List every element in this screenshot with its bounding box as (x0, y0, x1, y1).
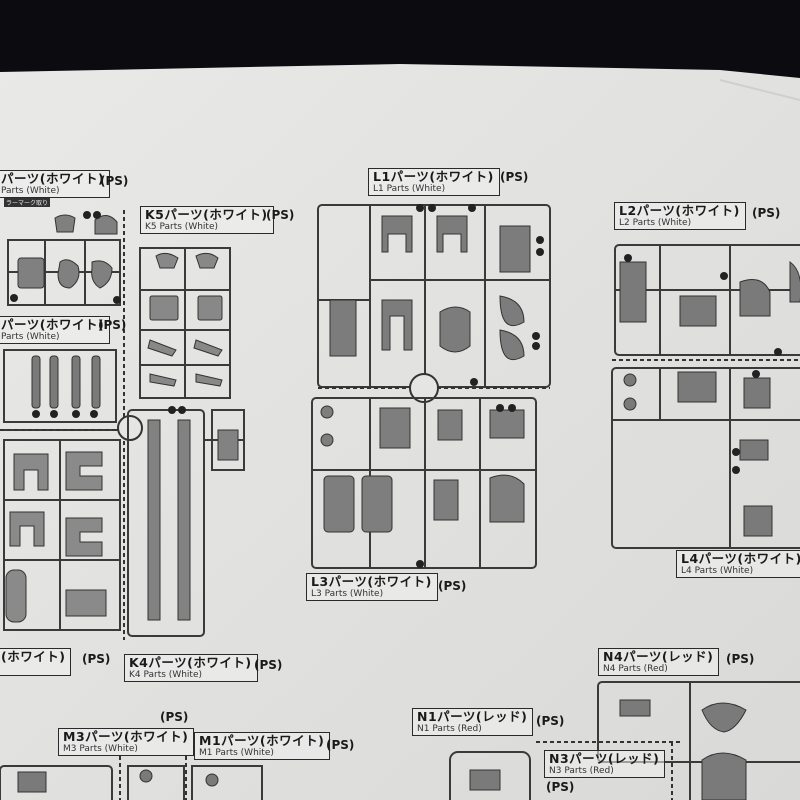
part-number-markers (10, 204, 782, 568)
label-k5-sub: K5 Parts (White) (145, 222, 218, 232)
label-m3-sub: M3 Parts (White) (63, 744, 138, 754)
label-k4: K4パーツ(ホワイト) K4 Parts (White) (124, 654, 258, 682)
label-m1-ps: (PS) (326, 738, 355, 752)
label-m3-main: M3パーツ(ホワイト) (63, 729, 189, 744)
label-n1-main: N1パーツ(レッド) (417, 709, 528, 724)
label-k-left2-main: パーツ(ホワイト) (1, 317, 105, 332)
label-m1-main: M1パーツ(ホワイト) (199, 733, 325, 748)
label-k5-ps: (PS) (266, 208, 295, 222)
label-n3-sub: N3 Parts (Red) (549, 766, 614, 776)
label-l1: L1パーツ(ホワイト) L1 Parts (White) (368, 168, 500, 196)
parts-l1 (329, 215, 531, 361)
label-n4: N4パーツ(レッド) N4 Parts (Red) (598, 648, 720, 676)
sprue-m1 (127, 765, 263, 800)
label-l4-sub: L4 Parts (White) (681, 566, 754, 576)
label-k-left3: (ホワイト) (0, 648, 72, 676)
label-n1-ps: (PS) (536, 714, 565, 728)
label-k-left-ps: (PS) (100, 174, 129, 188)
label-k-left3-ps: (PS) (82, 652, 111, 666)
label-k-left-sub: Parts (White) (1, 186, 60, 196)
label-l2-sub: L2 Parts (White) (619, 218, 692, 228)
label-l4: L4パーツ(ホワイト) L4 Parts (White) (676, 550, 800, 578)
label-n3: N3パーツ(レッド) N3 Parts (Red) (544, 750, 666, 778)
label-n4-sub: N4 Parts (Red) (603, 664, 668, 674)
label-l2-main: L2パーツ(ホワイト) (619, 203, 740, 218)
label-k-left2: パーツ(ホワイト) Parts (White) (0, 316, 111, 344)
label-m1: M1パーツ(ホワイト) M1 Parts (White) (194, 732, 331, 760)
label-n3-ps: (PS) (546, 780, 575, 794)
label-k4-sub: K4 Parts (White) (129, 670, 202, 680)
sprue-l4 (611, 367, 800, 549)
label-l3: L3パーツ(ホワイト) L3 Parts (White) (306, 573, 438, 601)
parts-k4 (147, 419, 239, 621)
label-l1-ps: (PS) (500, 170, 529, 184)
parts-k5 (147, 252, 223, 387)
sprue-l3 (311, 397, 537, 569)
parts-k-left-top (17, 214, 118, 289)
label-n1-sub: N1 Parts (Red) (417, 724, 482, 734)
parts-n4 (619, 699, 747, 800)
label-n1: N1パーツ(レッド) N1 Parts (Red) (412, 708, 534, 736)
sprue-k5 (139, 247, 231, 399)
label-k-left3-main: (ホワイト) (1, 649, 66, 664)
label-k4-ps: (PS) (254, 658, 283, 672)
label-l3-main: L3パーツ(ホワイト) (311, 574, 432, 589)
label-k4-main: K4パーツ(ホワイト) (129, 655, 252, 670)
label-k-left2-ps: (PS) (98, 318, 127, 332)
parts-l3 (320, 405, 525, 533)
label-k5: K5パーツ(ホワイト) K5 Parts (White) (140, 206, 274, 234)
parts-k-left-mid (31, 355, 101, 409)
label-m3: M3パーツ(ホワイト) M3 Parts (White) (58, 728, 195, 756)
parts-l2 (619, 261, 800, 327)
label-n3-main: N3パーツ(レッド) (549, 751, 660, 766)
sprue-l2 (614, 244, 800, 356)
sprue-m3 (0, 765, 113, 800)
label-k-left2-sub: Parts (White) (1, 332, 60, 342)
label-m3-ps: (PS) (160, 710, 189, 724)
label-l3-sub: L3 Parts (White) (311, 589, 384, 599)
label-n4-main: N4パーツ(レッド) (603, 649, 714, 664)
parts-k-left-bottom (5, 451, 107, 623)
label-l3-ps: (PS) (438, 579, 467, 593)
tag-label: ラーマーク取り (4, 198, 51, 207)
parts-l4 (623, 371, 773, 537)
label-n4-ps: (PS) (726, 652, 755, 666)
label-l2-ps: (PS) (752, 206, 781, 220)
label-m1-sub: M1 Parts (White) (199, 748, 274, 758)
sprue-k-left-bottom (3, 439, 121, 631)
gate-circle (117, 415, 143, 441)
label-l4-main: L4パーツ(ホワイト) (681, 551, 800, 566)
label-k5-main: K5パーツ(ホワイト) (145, 207, 268, 222)
sprue-n1 (449, 751, 531, 800)
label-l1-main: L1パーツ(ホワイト) (373, 169, 494, 184)
label-k-left-main: パーツ(ホワイト) (1, 171, 105, 186)
label-l1-sub: L1 Parts (White) (373, 184, 446, 194)
label-k-left: パーツ(ホワイト) Parts (White) (0, 170, 111, 198)
label-l2: L2パーツ(ホワイト) L2 Parts (White) (614, 202, 746, 230)
